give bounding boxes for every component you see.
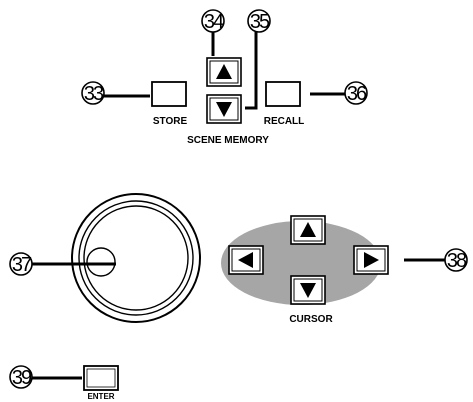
- data-wheel[interactable]: [72, 194, 200, 322]
- callout-store: 33: [82, 82, 150, 105]
- enter-button[interactable]: [84, 366, 118, 390]
- callout-number: 33: [84, 83, 104, 105]
- cursor-left-button[interactable]: [229, 246, 263, 274]
- cursor-right-button[interactable]: [354, 246, 388, 274]
- callout-cursor-pad: 38: [404, 249, 467, 272]
- recall-label: RECALL: [264, 116, 305, 127]
- store-label: STORE: [153, 116, 188, 127]
- callout-number: 37: [12, 254, 32, 276]
- scene-down-button[interactable]: [207, 95, 241, 123]
- cursor-down-button[interactable]: [291, 276, 325, 304]
- wheel-dimple: [87, 248, 115, 276]
- callout-number: 36: [347, 83, 367, 105]
- recall-button[interactable]: [266, 82, 300, 106]
- callout-scene-up: 34: [202, 10, 224, 56]
- callout-recall: 36: [310, 82, 367, 105]
- store-button[interactable]: [152, 82, 186, 106]
- callout-number: 39: [12, 367, 32, 389]
- callout-number: 34: [204, 11, 224, 33]
- enter-label: ENTER: [87, 392, 114, 401]
- cursor-up-button[interactable]: [291, 216, 325, 244]
- callout-number: 38: [447, 250, 467, 272]
- scene-memory-title: SCENE MEMORY: [187, 135, 269, 146]
- scene-memory-section: 33 STORE 34 35 RECALL: [82, 10, 367, 146]
- scene-up-button[interactable]: [207, 58, 241, 86]
- data-wheel-section: 37: [10, 194, 200, 322]
- callout-enter: 39: [10, 366, 82, 389]
- cursor-title: CURSOR: [289, 314, 333, 325]
- cursor-section: 38 CURSOR: [221, 216, 467, 325]
- callout-number: 35: [250, 11, 270, 33]
- enter-section: 39 ENTER: [10, 366, 118, 401]
